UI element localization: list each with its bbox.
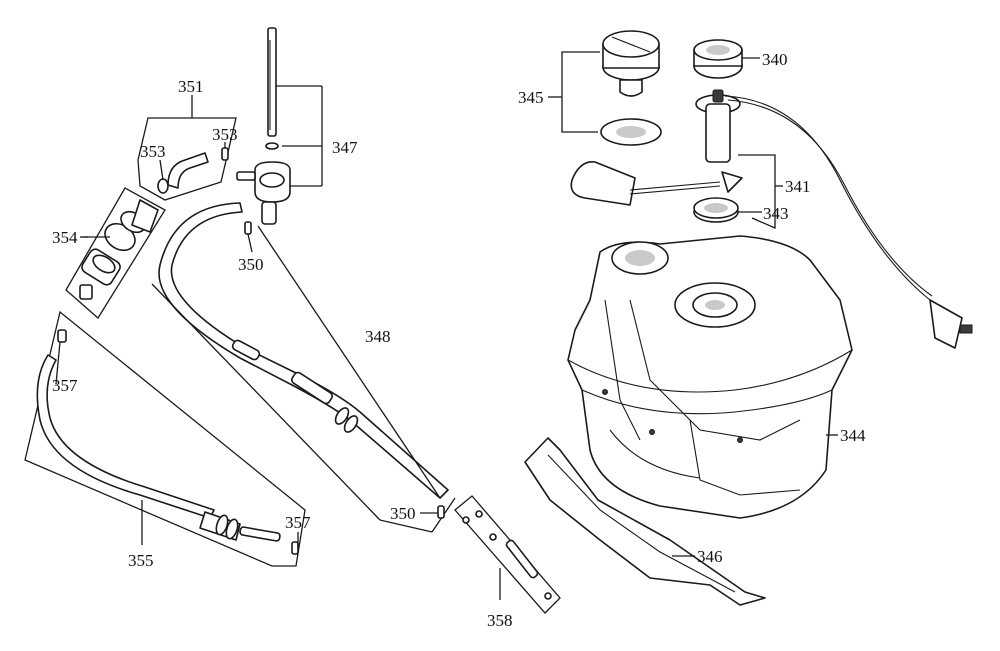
part-358-strap [454,495,561,614]
group-351-frame [137,95,237,201]
callout-340: 340 [762,50,788,69]
callout-343: 343 [763,204,789,223]
callout-348: 348 [365,327,391,346]
callout-346: 346 [697,547,723,566]
callout-353-left: 353 [140,142,166,161]
part-344-fuel-tank [567,235,853,519]
callout-344: 344 [840,426,866,445]
part-354-fuel-filter [65,187,166,319]
part-341-fuel-sender [570,89,973,349]
part-343-grommet [693,197,762,223]
callout-350-upper: 350 [238,255,264,274]
callout-355: 355 [128,551,154,570]
part-348-fuel-hose [151,202,456,533]
callout-357-upper: 357 [52,376,78,395]
callout-350-lower: 350 [390,504,416,523]
callout-358: 358 [487,611,513,630]
part-350-upper-clip [244,221,253,253]
callout-341: 341 [785,177,811,196]
callout-351: 351 [178,77,204,96]
part-347-fuel-valve [236,27,323,225]
callout-345: 345 [518,88,544,107]
part-340-ring [693,39,760,79]
part-355-vent-hose [24,310,306,567]
callout-354: 354 [52,228,78,247]
part-350-lower-clip [420,505,445,519]
callout-347: 347 [332,138,358,157]
callout-357-lower: 357 [285,513,311,532]
part-345-fuel-cap [548,30,662,146]
part-353-hose [157,142,229,194]
callout-353-right: 353 [212,125,238,144]
part-346-guard [524,437,766,606]
